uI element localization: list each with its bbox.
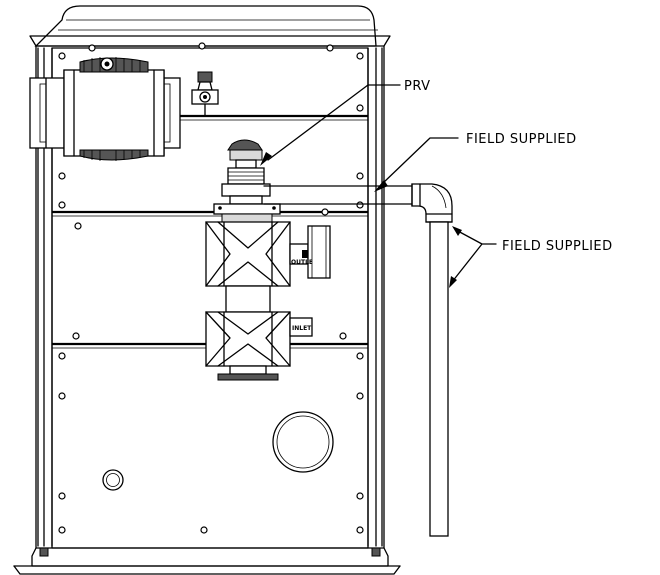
screw (74, 222, 82, 230)
motor-top (79, 57, 149, 73)
screw (58, 201, 66, 209)
screw (198, 42, 206, 50)
upper-cross-fitting (205, 221, 291, 287)
cabinet-top-cap (34, 5, 377, 47)
screw (356, 104, 364, 112)
screw (200, 526, 208, 534)
screw (356, 492, 364, 500)
screw (356, 201, 364, 209)
screw (339, 332, 347, 340)
pressure-relief-valve (221, 139, 271, 205)
outlet-flange (213, 203, 281, 223)
pipe-elbow (411, 183, 453, 223)
vertical-drop-pipe (429, 221, 449, 537)
blower-assembly (29, 57, 181, 161)
callout-field-supplied-vertical-label: FIELD SUPPLIED (502, 239, 613, 254)
outlet-port-label: OUTLET (291, 259, 318, 266)
inlet-port (289, 317, 313, 337)
access-port-small (102, 469, 124, 491)
screw (58, 52, 66, 60)
inlet-port-label: INLET (292, 325, 312, 332)
screw (356, 172, 364, 180)
callout-field-supplied-pipe: FIELD SUPPLIED (374, 132, 577, 192)
screw (58, 526, 66, 534)
screw (58, 492, 66, 500)
screw (326, 44, 334, 52)
screw (58, 172, 66, 180)
screw (356, 526, 364, 534)
callout-prv-label: PRV (404, 79, 431, 94)
panel-screws (58, 42, 364, 534)
callout-prv: PRV (260, 79, 431, 166)
screw (321, 208, 329, 216)
screw (58, 352, 66, 360)
screw (72, 332, 80, 340)
gas-fitting (191, 71, 219, 117)
motor-bottom (79, 149, 149, 161)
screw (356, 52, 364, 60)
callout-field-supplied-vertical: FIELD SUPPLIED (449, 226, 613, 288)
screw (356, 352, 364, 360)
callout-field-supplied-pipe-label: FIELD SUPPLIED (466, 132, 577, 147)
field-supplied-piping (263, 183, 453, 537)
right-side-rail (367, 47, 383, 547)
screw (58, 392, 66, 400)
screw (88, 44, 96, 52)
horizontal-discharge-pipe (263, 185, 421, 205)
screw (356, 392, 364, 400)
manifold-pipe (225, 285, 271, 313)
access-port-large (272, 411, 334, 473)
cabinet-base (31, 547, 389, 567)
lower-panel-features (102, 411, 334, 491)
lower-cross-fitting (205, 311, 291, 367)
heater-cabinet (13, 5, 401, 575)
water-manifold: OUTLET INLET (205, 221, 331, 381)
